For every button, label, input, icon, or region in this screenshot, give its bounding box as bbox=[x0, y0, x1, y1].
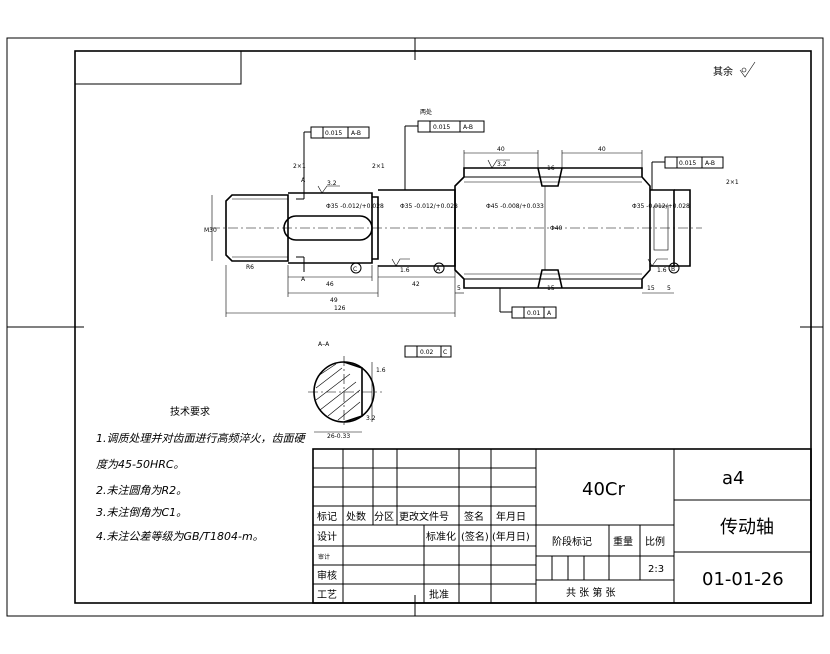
roughness-note-symbol bbox=[739, 61, 756, 78]
tb-design: 设计 bbox=[317, 530, 337, 543]
tolerance-texts: 0.015 A-B 两处 0.015 A-B 0.015 A-B 0.01 A … bbox=[325, 108, 715, 356]
roughness-marks bbox=[317, 159, 668, 267]
tb-sign: 签名 bbox=[464, 510, 484, 523]
tb-sign2: (签名) bbox=[461, 530, 489, 543]
tol-2-label: 两处 bbox=[420, 108, 432, 116]
tech-line-1: 1.调质处理并对齿面进行高频淬火，齿面硬 bbox=[96, 432, 306, 445]
title-block-texts: 标记 处数 分区 更改文件号 签名 年月日 设计 标准化 (签名) (年月日) … bbox=[317, 468, 784, 601]
tb-mark: 标记 bbox=[317, 511, 337, 523]
tol-5-ref: C bbox=[443, 349, 447, 356]
dim-2x1c: 2×1 bbox=[726, 179, 739, 186]
centering-marks bbox=[7, 38, 823, 616]
tb-change-doc: 更改文件号 bbox=[399, 510, 449, 523]
dim-phi4: Φ35 -0.012/+0.028 bbox=[632, 203, 690, 210]
section-mark-bottom: A bbox=[301, 276, 306, 283]
tech-line-4: 3.未注倒角为C1。 bbox=[96, 506, 187, 519]
rough-1: 3.2 bbox=[327, 180, 337, 187]
datum-c: C bbox=[353, 266, 357, 273]
tech-requirements: 技术要求 1.调质处理并对齿面进行高频淬火，齿面硬 度为45-50HRC。 2.… bbox=[96, 405, 306, 543]
keyway bbox=[283, 215, 373, 241]
dim-16: 16 bbox=[547, 165, 555, 172]
tb-date2: (年月日) bbox=[492, 530, 530, 543]
tb-scale: 2:3 bbox=[648, 564, 664, 575]
tb-weight: 重量 bbox=[613, 535, 633, 548]
rough-2: 1.6 bbox=[400, 267, 410, 274]
tb-count: 处数 bbox=[346, 510, 366, 523]
rough-5: 3.2 bbox=[497, 161, 507, 168]
tb-material: 40Cr bbox=[582, 479, 625, 500]
dimension-lines bbox=[211, 150, 674, 317]
tol-3: 0.015 bbox=[679, 160, 696, 167]
dim-r6: R6 bbox=[246, 264, 254, 271]
section-label: A–A bbox=[318, 341, 330, 348]
tb-review: 审核 bbox=[317, 569, 337, 582]
dim-phi1: Φ35 -0.012/+0.028 bbox=[326, 203, 384, 210]
dim-40b: 40 bbox=[598, 146, 606, 153]
tolerance-frames bbox=[303, 120, 724, 358]
datum-b: B bbox=[671, 266, 675, 273]
dim-2x1b: 2×1 bbox=[372, 163, 385, 170]
tol-4: 0.01 bbox=[527, 310, 541, 317]
tol-2: 0.015 bbox=[433, 124, 450, 131]
tech-line-3: 2.未注圆角为R2。 bbox=[96, 484, 187, 497]
rough-6: 3.2 bbox=[366, 415, 376, 422]
tb-sheet-size: a4 bbox=[722, 468, 744, 489]
dim-15a: 15 bbox=[547, 285, 555, 292]
roughness-texts: 3.2 1.6 3.2 1.6 bbox=[327, 161, 667, 274]
tb-approve: 批准 bbox=[429, 588, 449, 601]
tol-4-ref: A bbox=[547, 310, 552, 317]
dim-126: 126 bbox=[334, 305, 346, 312]
dim-42: 42 bbox=[412, 281, 420, 288]
section-a-a bbox=[308, 356, 382, 433]
corner-box bbox=[74, 50, 242, 85]
tb-part-name: 传动轴 bbox=[720, 517, 774, 538]
dim-m30: M30 bbox=[204, 227, 217, 234]
tb-date: 年月日 bbox=[496, 510, 526, 523]
dim-phi2: Φ35 -0.012/+0.028 bbox=[400, 203, 458, 210]
tech-line-5: 4.未注公差等级为GB/T1804-m。 bbox=[96, 530, 264, 543]
tol-5: 0.02 bbox=[420, 349, 434, 356]
shaft-main-view: A A bbox=[210, 167, 702, 289]
tb-process: 工艺 bbox=[317, 589, 337, 601]
tb-scale-label: 比例 bbox=[645, 535, 665, 548]
tech-title: 技术要求 bbox=[170, 405, 210, 418]
dim-5b: 5 bbox=[667, 285, 671, 292]
title-block-grid bbox=[312, 448, 812, 604]
dim-phi40: Φ40 bbox=[550, 225, 563, 232]
tb-drawing-no: 01-01-26 bbox=[702, 569, 784, 590]
tb-sheets: 共 张 第 张 bbox=[566, 586, 616, 599]
dimension-texts: 46 49 126 42 5 5 40 40 15 15 16 2×1 2×1 … bbox=[204, 146, 739, 312]
dim-2x1a: 2×1 bbox=[293, 163, 306, 170]
tol-2-ref: A-B bbox=[463, 124, 473, 131]
bearing-journal-right bbox=[650, 189, 675, 267]
tb-zone: 分区 bbox=[374, 511, 394, 523]
dim-phi3: Φ45 -0.008/+0.033 bbox=[486, 203, 544, 210]
dim-5a: 5 bbox=[457, 285, 461, 292]
tb-stage-mark: 阶段标记 bbox=[552, 535, 592, 548]
datum-markers bbox=[350, 262, 680, 274]
tol-1-ref: A-B bbox=[351, 130, 361, 137]
thread-section bbox=[225, 194, 289, 262]
tech-line-2: 度为45-50HRC。 bbox=[96, 458, 185, 471]
dim-46: 46 bbox=[326, 281, 334, 288]
dim-15b: 15 bbox=[647, 285, 655, 292]
rough-3: 1.6 bbox=[657, 267, 667, 274]
dim-40a: 40 bbox=[497, 146, 505, 153]
tb-audit: 审计 bbox=[318, 553, 330, 561]
tol-3-ref: A-B bbox=[705, 160, 715, 167]
rough-4: 1.6 bbox=[376, 367, 386, 374]
datum-a: A bbox=[436, 266, 441, 273]
dim-49: 49 bbox=[330, 297, 338, 304]
section-width: 26-0.33 bbox=[327, 433, 350, 440]
roughness-note: 其余 bbox=[713, 65, 733, 78]
tol-1: 0.015 bbox=[325, 130, 342, 137]
tb-standardize: 标准化 bbox=[426, 530, 456, 543]
